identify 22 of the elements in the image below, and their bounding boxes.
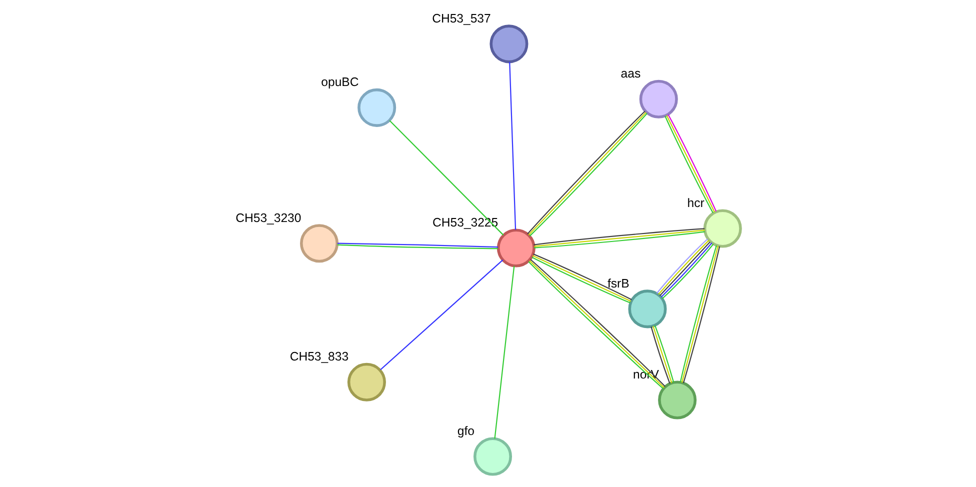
node-label: CH53_3230 — [236, 210, 302, 225]
node-circle — [300, 224, 339, 263]
node-circle — [490, 24, 528, 64]
node-label: fsrB — [608, 276, 630, 290]
node-circle — [639, 80, 678, 118]
connector — [380, 260, 504, 370]
node-label: CH53_537 — [432, 11, 491, 26]
connector — [509, 62, 516, 230]
node-circle — [658, 380, 697, 420]
node-circle — [347, 362, 386, 402]
node-circle — [703, 209, 742, 248]
node-label: aas — [620, 66, 641, 81]
connector — [494, 266, 515, 439]
node-circle — [496, 228, 536, 268]
node-circle — [473, 437, 512, 476]
connector — [389, 120, 504, 236]
node-circle — [628, 290, 667, 328]
node-label: opuBC — [321, 75, 359, 90]
node-label: hcr — [687, 196, 704, 210]
node-circle — [358, 88, 396, 127]
node-label: gfo — [457, 424, 474, 438]
node-label: CH53_833 — [290, 350, 349, 364]
